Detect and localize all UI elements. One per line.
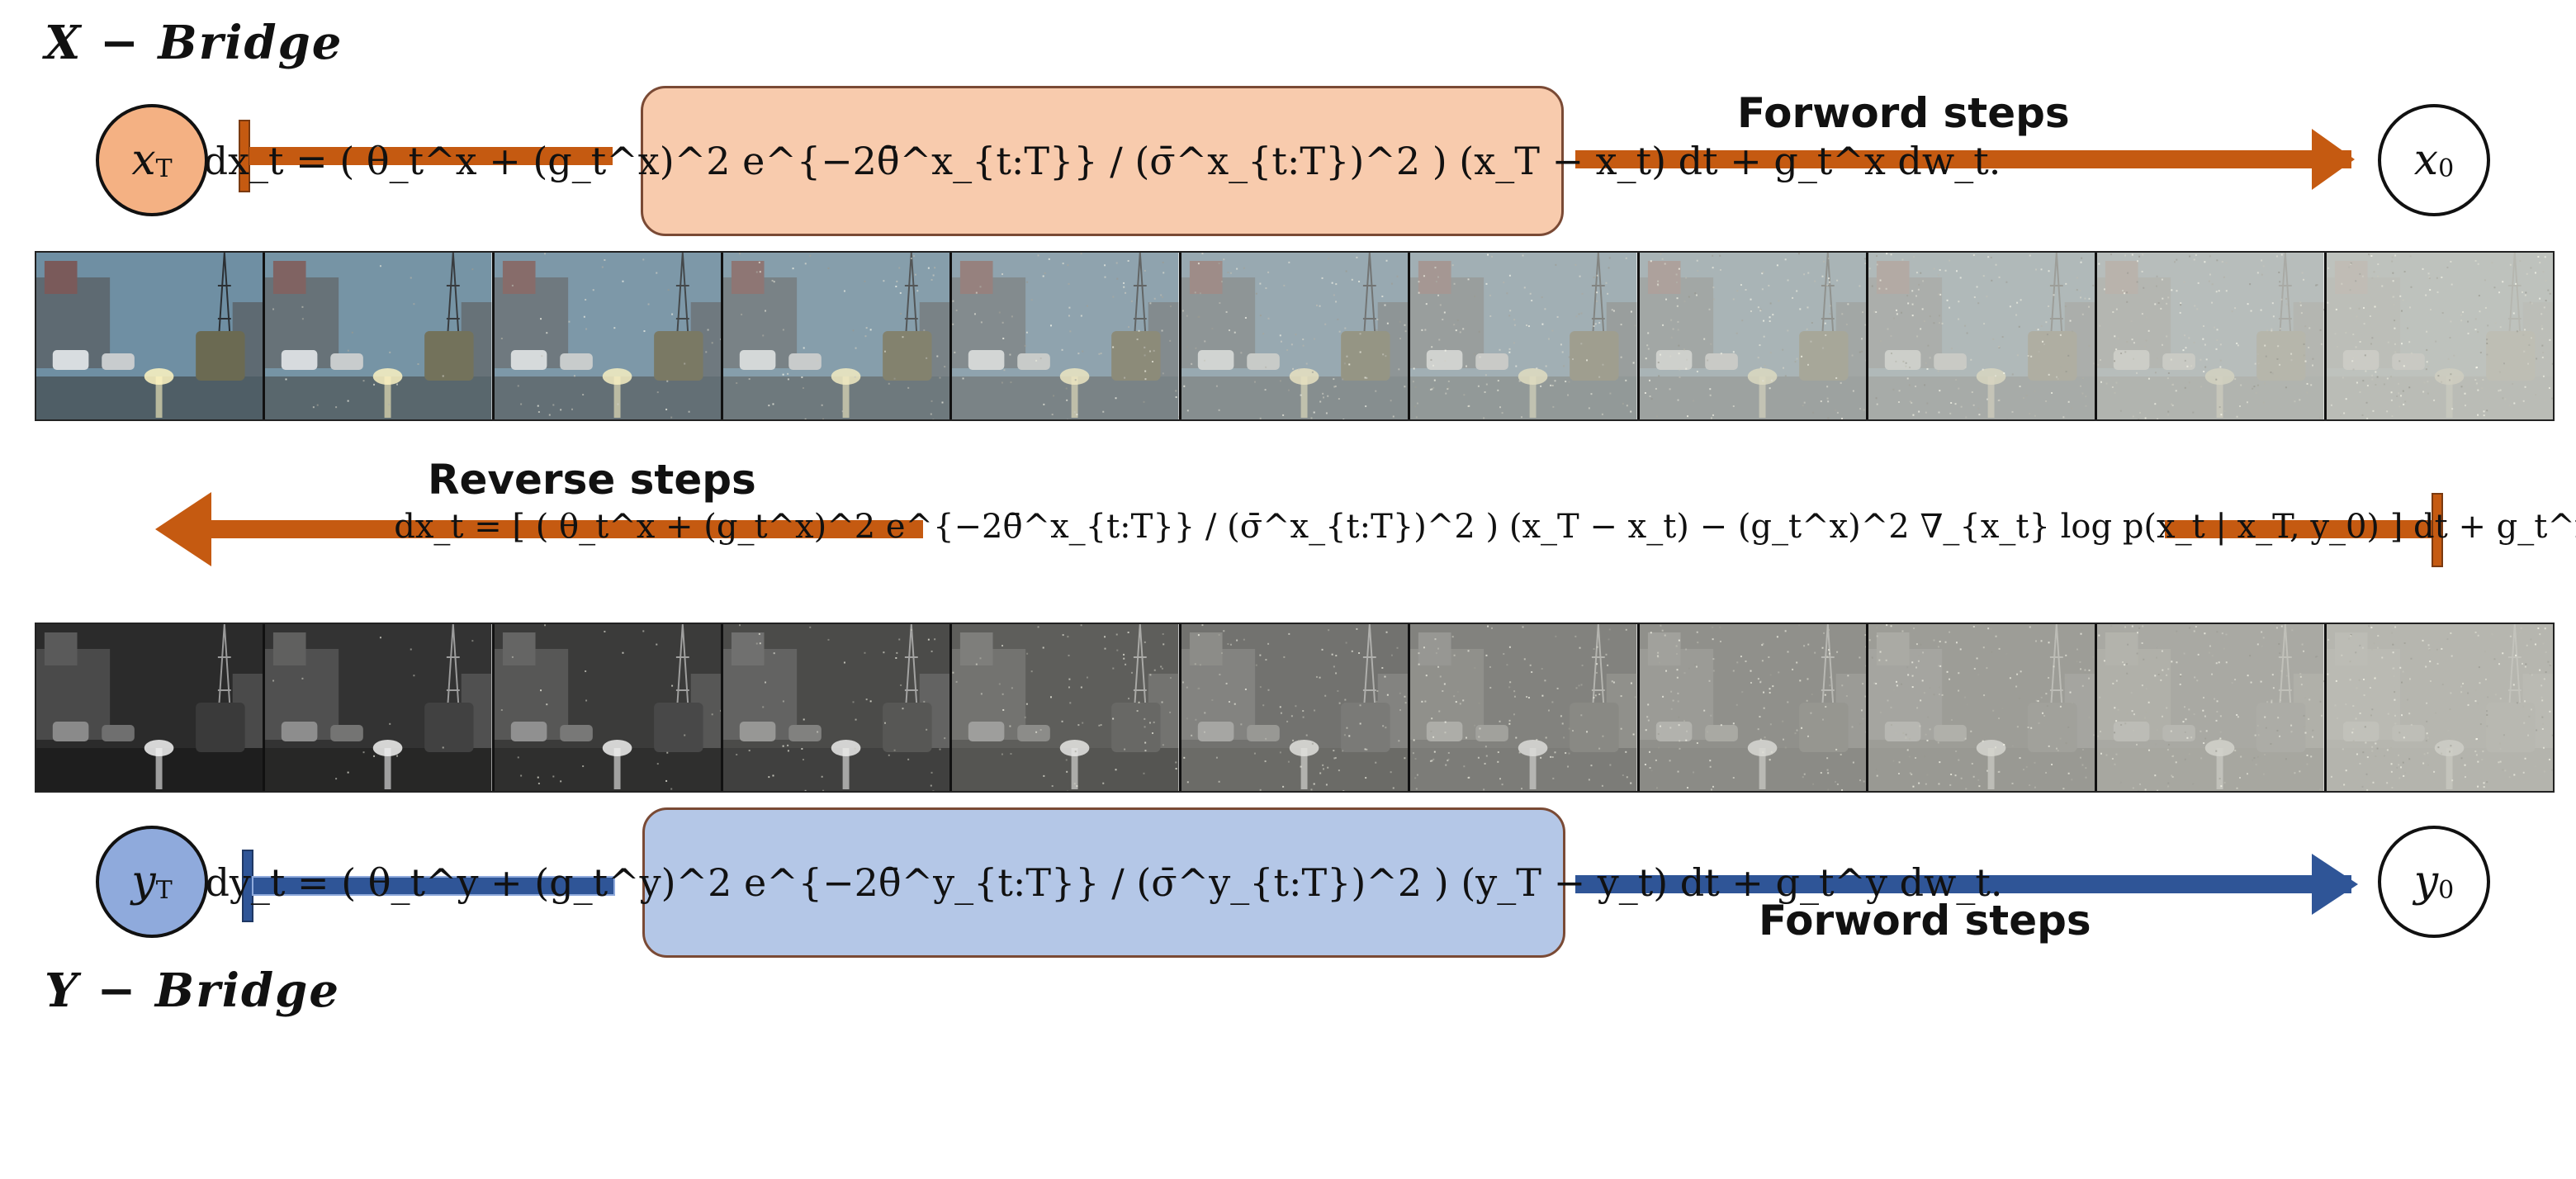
y-strip-frame-image [952,624,1179,791]
y-forward-equation: dy_t = ( θ_t^y + (g_t^y)^2 e^{−2θ̄^y_{t:… [205,860,2003,905]
y-strip-frame-image [494,624,722,791]
node-x-T-sub: T [155,154,173,183]
node-y-0-var: y [2413,857,2439,907]
x-strip-frame [1639,253,1868,419]
y-strip-frame [723,624,953,791]
node-x-0-var: x [2413,135,2439,185]
x-strip-frame-image [1181,253,1409,419]
y-strip-frame [36,624,266,791]
y-strip-frame [494,624,724,791]
x-start-line [249,147,613,165]
node-y-T-sub: T [155,875,173,905]
y-forward-arrowhead [2312,854,2358,915]
y-strip-frame-image [1639,624,1866,791]
reverse-equation-box: dx_t = [ ( θ_t^x + (g_t^x)^2 e^{−2θ̄^x_{… [394,477,2576,576]
x-strip-frame-image [1410,253,1637,419]
x-strip-frame [494,253,724,419]
x-forward-steps-label: Forword steps [1737,89,2070,137]
x-strip-frame-image [723,253,950,419]
reverse-arrow-shaft [206,520,923,538]
y-strip-frame-image [265,624,492,791]
y-start-line [252,876,615,896]
x-strip-frame [2097,253,2327,419]
x-strip-frame [952,253,1181,419]
x-strip-frame-image [2326,253,2553,419]
y-image-strip [35,623,2555,793]
y-strip-frame-image [1410,624,1637,791]
x-strip-frame [36,253,266,419]
x-strip-frame [1410,253,1640,419]
y-strip-frame-image [2326,624,2553,791]
x-strip-frame-image [2097,253,2324,419]
y-forward-steps-label: Forword steps [1759,897,2091,945]
y-bridge-title: Y − Bridge [45,964,340,1018]
x-strip-frame-image [265,253,492,419]
node-y-T-var: y [131,857,156,907]
y-strip-frame [2097,624,2327,791]
y-strip-frame-image [1181,624,1409,791]
reverse-end-line [2165,520,2434,538]
reverse-equation: dx_t = [ ( θ_t^x + (g_t^x)^2 e^{−2θ̄^x_{… [394,508,2576,546]
y-strip-frame [2326,624,2553,791]
node-x-0-sub: 0 [2438,154,2455,183]
y-strip-frame [265,624,495,791]
reverse-steps-label: Reverse steps [428,456,756,504]
reverse-arrowhead [155,492,211,566]
x-strip-frame [265,253,495,419]
y-strip-frame [1410,624,1640,791]
x-strip-frame [1181,253,1411,419]
x-strip-frame-image [36,253,263,419]
y-forward-equation-box: dy_t = ( θ_t^y + (g_t^y)^2 e^{−2θ̄^y_{t:… [205,807,2003,958]
x-forward-arrow-shaft [1575,150,2351,168]
reverse-end-bar [2432,493,2443,567]
x-bridge-title: X − Bridge [45,16,343,70]
x-strip-frame-image [1868,253,2095,419]
x-strip-frame-image [1639,253,1866,419]
x-image-strip [35,251,2555,421]
y-forward-arrow-shaft [1575,875,2351,893]
node-x-T-var: x [131,135,156,185]
y-strip-frame-image [36,624,263,791]
y-strip-frame-image [1868,624,2095,791]
x-strip-frame-image [952,253,1179,419]
x-strip-frame [723,253,953,419]
x-forward-equation: dx_t = ( θ_t^x + (g_t^x)^2 e^{−2θ̄^x_{t:… [203,139,2001,183]
y-strip-frame-image [2097,624,2324,791]
node-y-0-sub: 0 [2438,875,2455,905]
x-strip-frame [1868,253,2098,419]
y-strip-frame-image [723,624,950,791]
x-forward-arrowhead [2312,129,2355,190]
y-strip-frame [1639,624,1868,791]
y-strip-frame [952,624,1181,791]
x-forward-equation-box: dx_t = ( θ_t^x + (g_t^x)^2 e^{−2θ̄^x_{t:… [204,86,2001,236]
x-strip-frame [2326,253,2553,419]
y-strip-frame [1868,624,2098,791]
x-strip-frame-image [494,253,722,419]
y-strip-frame [1181,624,1411,791]
